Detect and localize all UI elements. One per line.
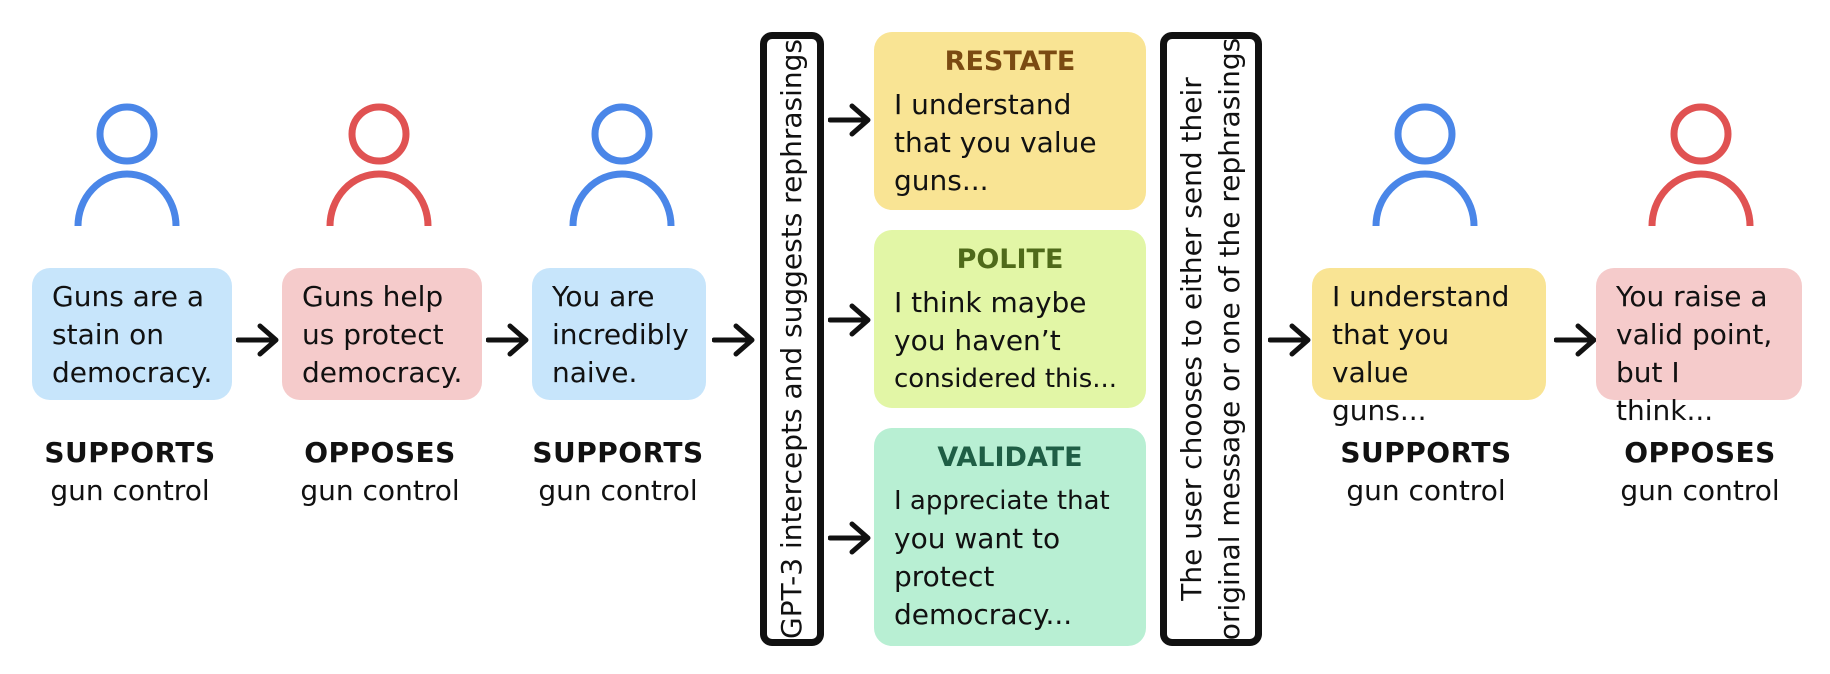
person-icon bbox=[74, 103, 180, 227]
message-line: us protect bbox=[302, 318, 444, 351]
rephrasing-title: RESTATE bbox=[944, 46, 1076, 77]
stance-label: OPPOSES bbox=[1624, 436, 1776, 469]
message-line: naive. bbox=[552, 356, 638, 389]
message-bubble-1: Guns are a stain on democracy. bbox=[32, 268, 232, 400]
choice-box: The user chooses to either send their or… bbox=[1160, 32, 1262, 646]
topic-label: gun control bbox=[50, 474, 210, 507]
person-icon bbox=[326, 103, 432, 227]
rephrasing-line: I think maybe bbox=[894, 286, 1087, 319]
message-line: democracy. bbox=[302, 356, 463, 389]
message-bubble-3: You are incredibly naive. bbox=[532, 268, 706, 400]
message-line: but I think... bbox=[1616, 356, 1714, 427]
rephrasing-polite[interactable]: POLITE I think maybe you haven’t conside… bbox=[874, 230, 1146, 408]
rephrasing-restate[interactable]: RESTATE I understand that you value guns… bbox=[874, 32, 1146, 210]
rephrasing-title: POLITE bbox=[956, 244, 1064, 275]
stance-caption: SUPPORTS gun control bbox=[1316, 434, 1536, 510]
outcome-bubble-2: You raise a valid point, but I think... bbox=[1596, 268, 1802, 427]
arrow-right-icon bbox=[828, 521, 871, 555]
message-line: incredibly bbox=[552, 318, 689, 351]
arrow-right-icon bbox=[828, 103, 871, 137]
message-line: You are bbox=[552, 280, 655, 313]
rephrasing-validate[interactable]: VALIDATE I appreciate that you want to p… bbox=[874, 428, 1146, 646]
message-line: stain on bbox=[52, 318, 165, 351]
arrow-right-icon bbox=[712, 323, 755, 357]
message-line: You raise a bbox=[1616, 280, 1768, 313]
person-icon bbox=[1372, 103, 1478, 227]
stance-caption: OPPOSES gun control bbox=[270, 434, 490, 510]
person-icon bbox=[569, 103, 675, 227]
stance-caption: OPPOSES gun control bbox=[1590, 434, 1810, 510]
topic-label: gun control bbox=[1346, 474, 1506, 507]
rephrasing-line: guns... bbox=[894, 164, 989, 197]
topic-label: gun control bbox=[1620, 474, 1780, 507]
outcome-bubble-1: I understand that you value guns... bbox=[1312, 268, 1546, 427]
message-line: Guns are a bbox=[52, 280, 205, 313]
rephrasing-line: you want to bbox=[894, 522, 1061, 555]
rephrasing-line: you haven’t bbox=[894, 324, 1061, 357]
stance-label: SUPPORTS bbox=[1340, 436, 1512, 469]
rephrasing-line: considered this... bbox=[894, 364, 1118, 394]
person-icon bbox=[1648, 103, 1754, 227]
message-bubble-2: Guns help us protect democracy. bbox=[282, 268, 482, 400]
stance-label: SUPPORTS bbox=[532, 436, 704, 469]
message-line: Guns help bbox=[302, 280, 444, 313]
stance-caption: SUPPORTS gun control bbox=[508, 434, 728, 510]
choice-line: The user chooses to either send their bbox=[1175, 77, 1208, 601]
arrow-right-icon bbox=[236, 323, 279, 357]
topic-label: gun control bbox=[538, 474, 698, 507]
intercept-text: GPT-3 intercepts and suggests rephrasing… bbox=[775, 39, 808, 639]
rephrasing-line: I appreciate that bbox=[894, 486, 1110, 516]
rephrasing-line: I understand bbox=[894, 88, 1072, 121]
choice-text: The user chooses to either send their or… bbox=[1173, 38, 1249, 640]
message-line: valid point, bbox=[1616, 318, 1773, 351]
rephrasing-line: that you value bbox=[894, 126, 1097, 159]
rephrasing-line: protect bbox=[894, 560, 995, 593]
message-line: I understand bbox=[1332, 280, 1510, 313]
stance-label: SUPPORTS bbox=[44, 436, 216, 469]
arrow-right-icon bbox=[1554, 323, 1597, 357]
arrow-right-icon bbox=[828, 303, 871, 337]
rephrasing-title: VALIDATE bbox=[937, 442, 1083, 473]
intercept-box: GPT-3 intercepts and suggests rephrasing… bbox=[760, 32, 824, 646]
message-line: that you value bbox=[1332, 318, 1450, 389]
stance-label: OPPOSES bbox=[304, 436, 456, 469]
arrow-right-icon bbox=[1268, 323, 1311, 357]
topic-label: gun control bbox=[300, 474, 460, 507]
rephrasing-line: democracy... bbox=[894, 598, 1073, 631]
message-line: guns... bbox=[1332, 394, 1427, 427]
message-line: democracy. bbox=[52, 356, 213, 389]
arrow-right-icon bbox=[486, 323, 529, 357]
choice-line: original message or one of the rephrasin… bbox=[1213, 37, 1246, 641]
stance-caption: SUPPORTS gun control bbox=[20, 434, 240, 510]
